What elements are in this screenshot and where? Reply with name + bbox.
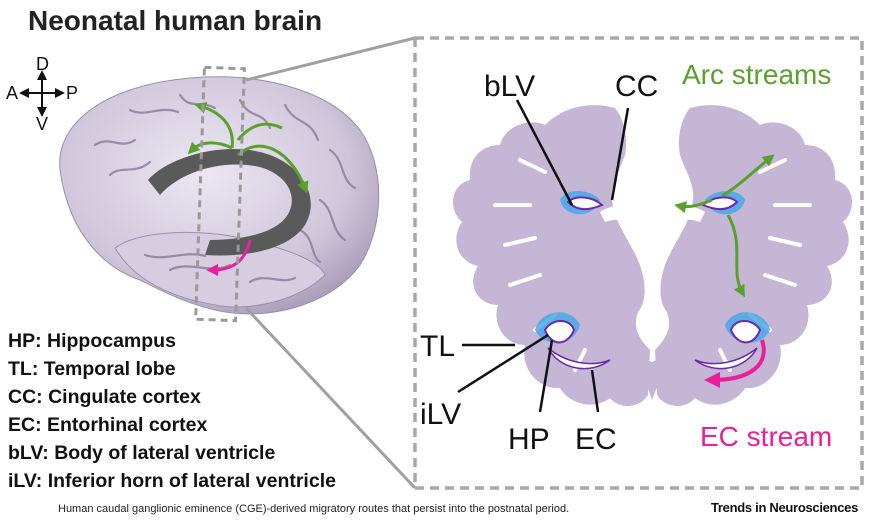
cortical-sulci xyxy=(93,93,357,284)
label-hp: HP xyxy=(508,423,550,456)
arc-streams-section xyxy=(674,154,775,298)
coronal-section-illustration xyxy=(452,105,853,406)
legend-item: iLV: Inferior horn of lateral ventricle xyxy=(8,470,336,492)
left-hippocampus xyxy=(547,347,611,370)
label-cc: CC xyxy=(615,70,658,103)
figure-caption: Human caudal ganglionic eminence (CGE)-d… xyxy=(58,503,570,515)
left-blv-ventricle xyxy=(566,196,604,211)
legend-item: HP: Hippocampus xyxy=(8,330,176,352)
compass-posterior-label: P xyxy=(66,83,78,103)
arc-streams-lateral xyxy=(187,101,309,194)
left-hemisphere-section xyxy=(452,105,650,406)
coronal-section-frame xyxy=(413,36,864,490)
zoom-connector-bottom xyxy=(244,306,417,490)
abbreviation-legend: HP: Hippocampus TL: Temporal lobe CC: Ci… xyxy=(8,330,336,492)
legend-item: bLV: Body of lateral ventricle xyxy=(8,442,275,464)
label-tl: TL xyxy=(420,330,455,363)
label-leader-lines xyxy=(457,99,630,413)
compass-ventral-label: V xyxy=(36,114,48,134)
label-arc-streams: Arc streams xyxy=(682,59,831,90)
coronal-plane-marker xyxy=(194,65,246,323)
compass-anterior-label: A xyxy=(6,83,18,103)
legend-item: EC: Entorhinal cortex xyxy=(8,414,208,436)
ec-stream-section xyxy=(704,339,766,388)
compass-dorsal-label: D xyxy=(36,54,49,74)
journal-brand: Trends in Neurosciences xyxy=(711,500,858,515)
label-ec: EC xyxy=(575,423,617,456)
zoom-connector-top xyxy=(245,36,416,82)
orientation-compass: D V A P xyxy=(6,54,78,134)
legend-item: TL: Temporal lobe xyxy=(8,358,176,380)
right-hippocampus xyxy=(694,347,758,370)
label-blv: bLV xyxy=(484,70,535,103)
legend-item: CC: Cingulate cortex xyxy=(8,386,201,408)
lateral-brain-illustration xyxy=(59,65,380,323)
right-hemisphere-section xyxy=(655,105,853,406)
right-ilv-ventricle xyxy=(729,320,762,344)
label-ec-stream: EC stream xyxy=(700,421,832,452)
page-title: Neonatal human brain xyxy=(28,5,322,36)
label-ilv: iLV xyxy=(420,398,461,431)
